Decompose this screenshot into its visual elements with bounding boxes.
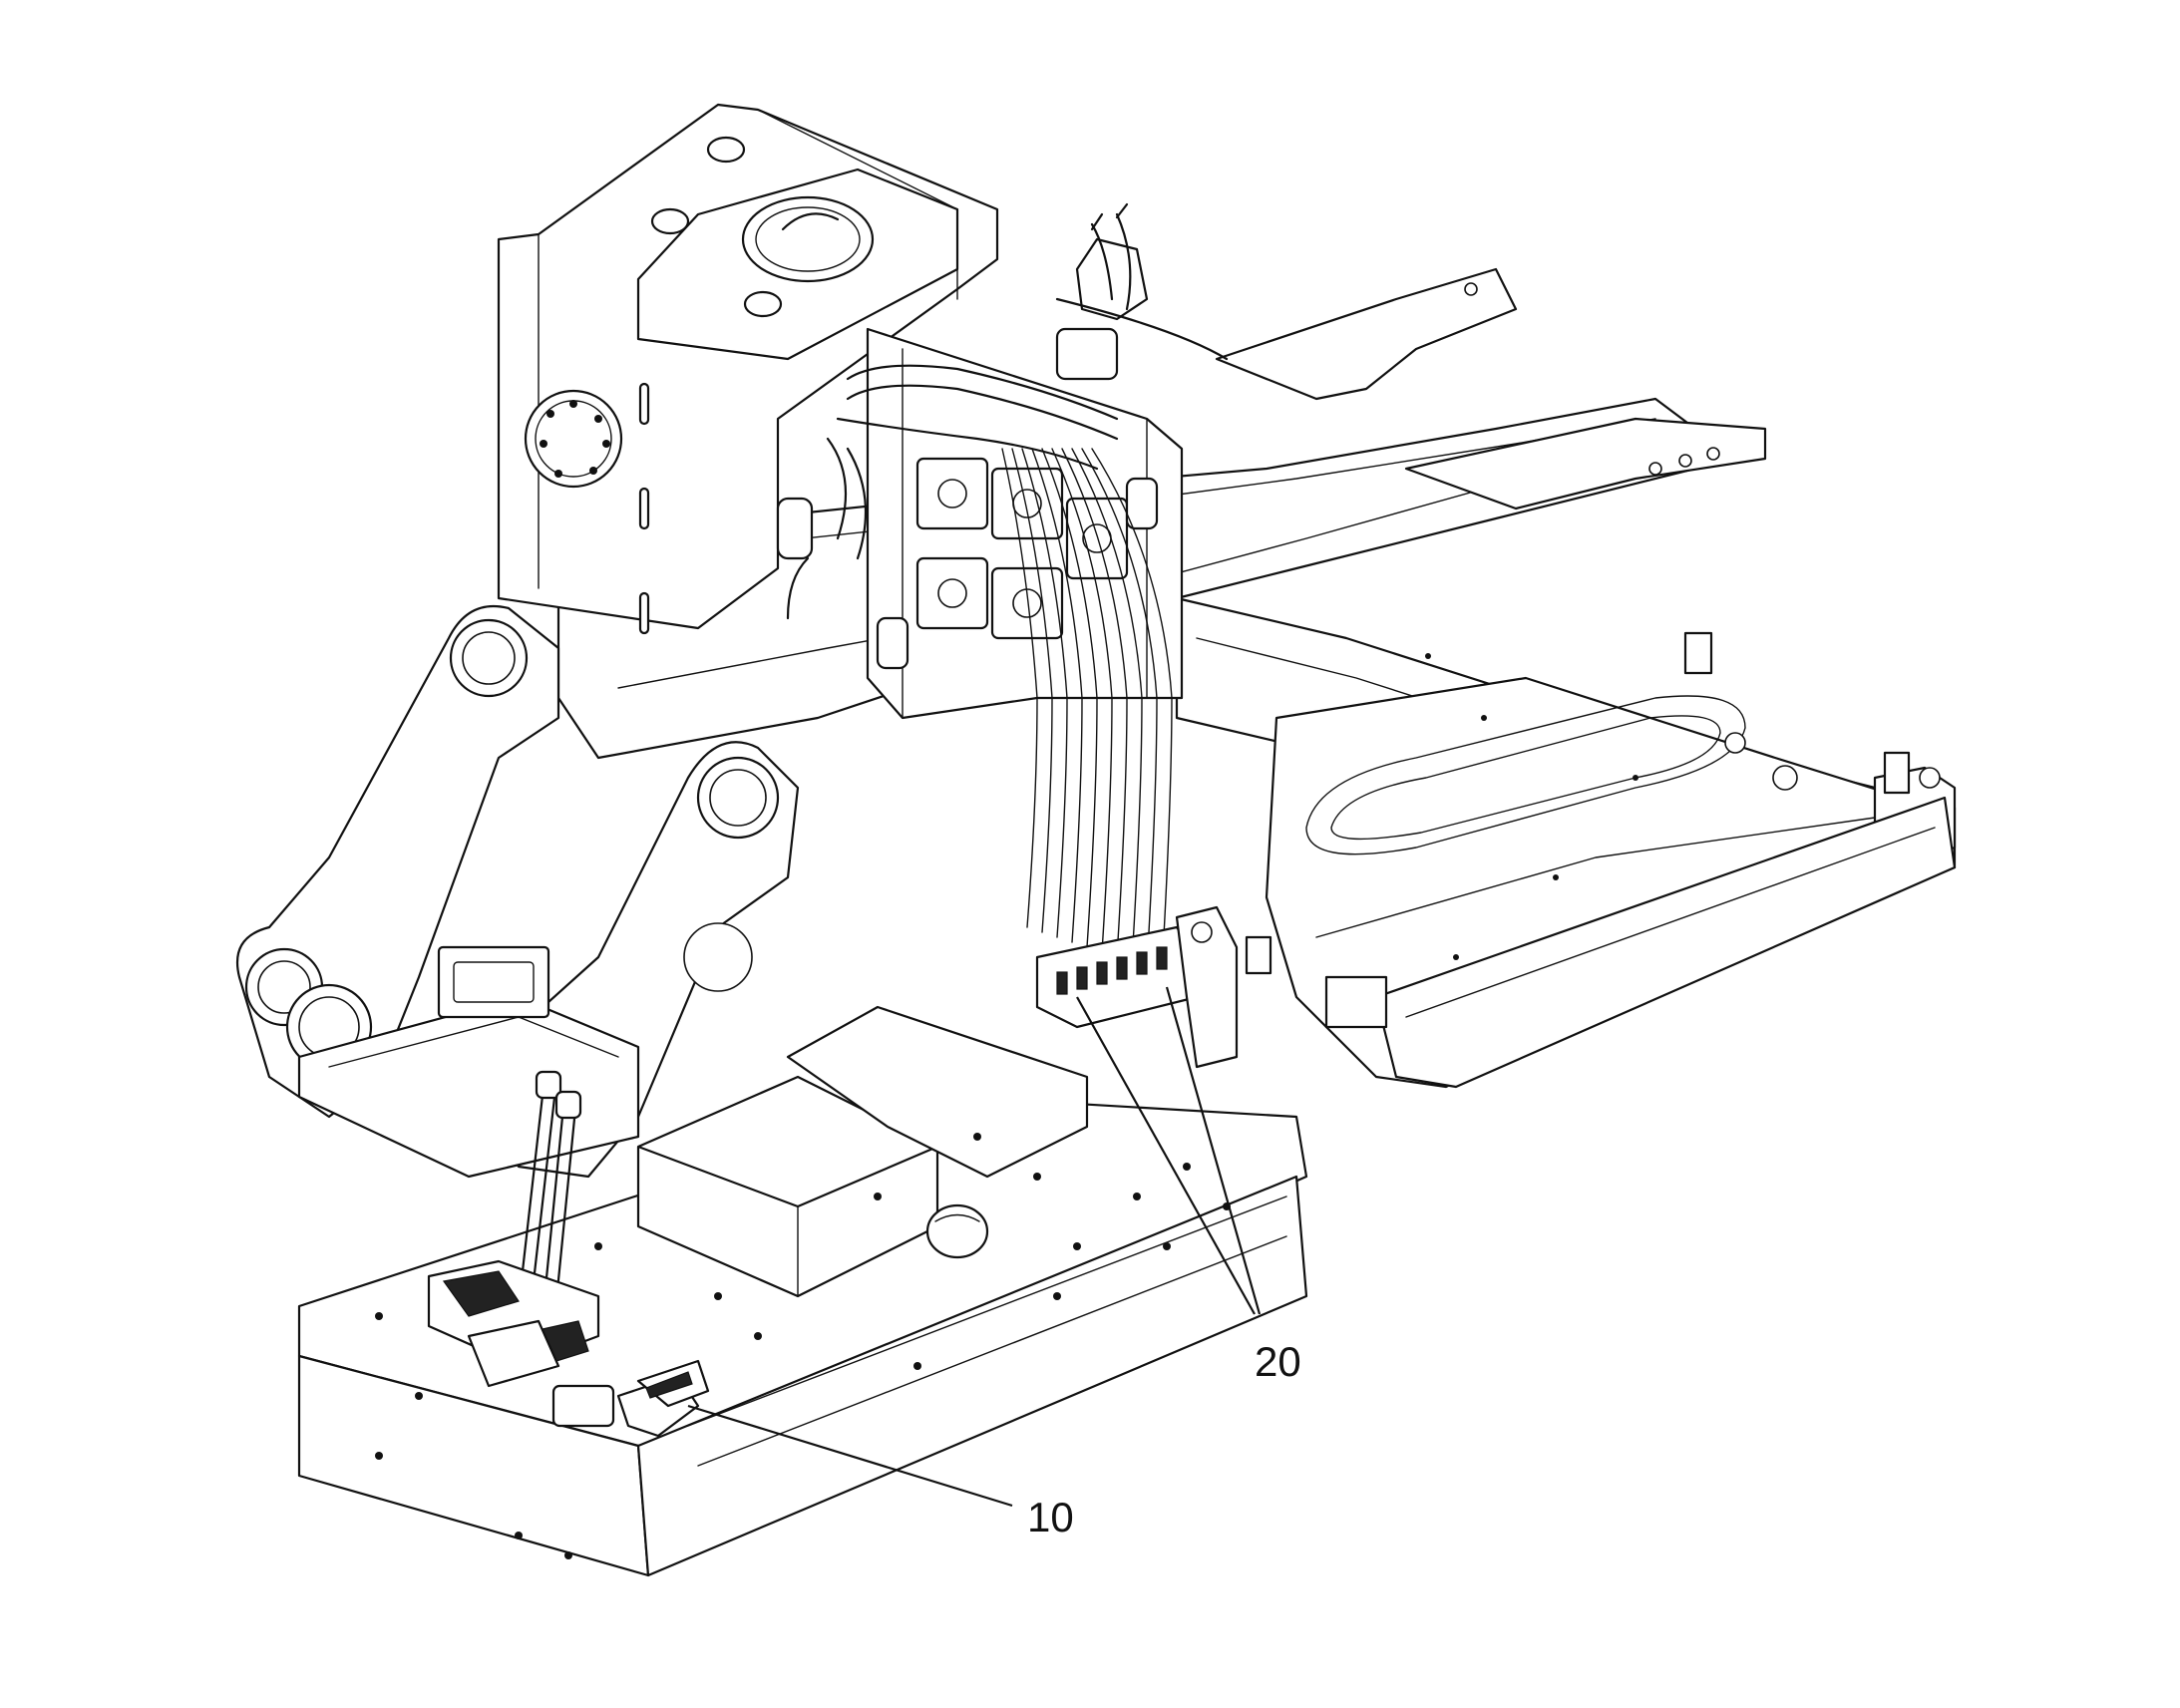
- callout-label-20: 20: [1255, 1338, 1301, 1385]
- chassis-frame: [556, 267, 1957, 1089]
- boom-bracket: [235, 604, 800, 1179]
- callout-label-10: 10: [1027, 1494, 1074, 1540]
- control-pedals: [427, 1070, 710, 1438]
- callout-20: 20: [1076, 986, 1301, 1385]
- callout-10: 10: [687, 1404, 1074, 1540]
- hose-harness: [1001, 448, 1239, 1069]
- hydraulic-tank: [497, 103, 999, 635]
